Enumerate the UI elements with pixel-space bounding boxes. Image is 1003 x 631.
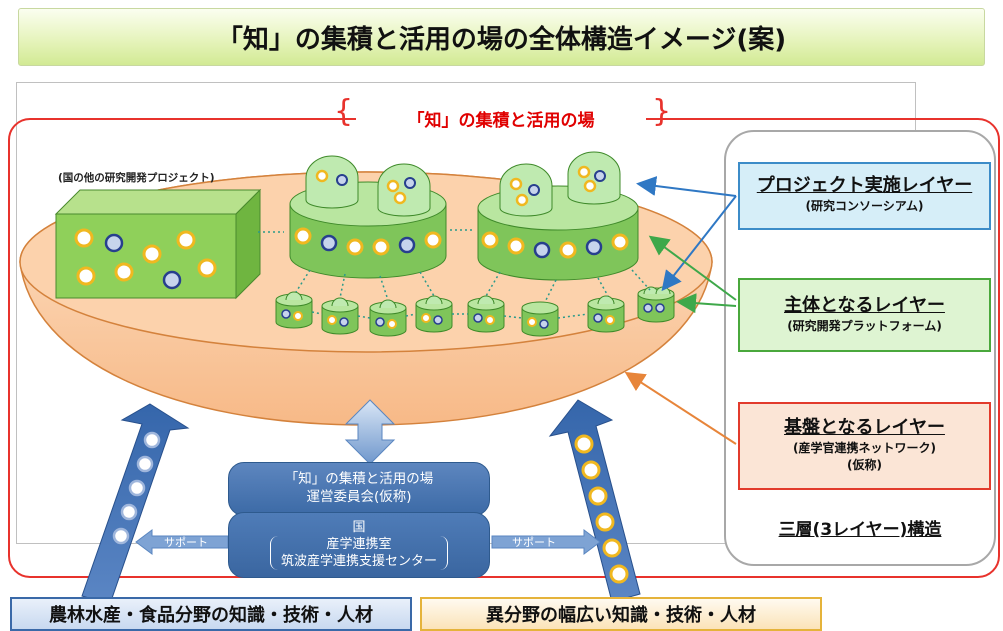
project-pointer-arrow — [636, 176, 737, 197]
org-line-2: 産学連携室 — [326, 537, 392, 552]
dotted-connectors — [258, 229, 651, 319]
right-input-arrow — [548, 399, 641, 603]
platform-cylinder-1 — [289, 155, 447, 279]
base-layer-subtitle: (産学官連携ネットワーク) — [793, 441, 936, 455]
project-layer-subtitle: (研究コンソーシアム) — [805, 199, 924, 213]
small-cylinders — [275, 286, 675, 337]
main-layer-subtitle: (研究開発プラットフォーム) — [787, 319, 942, 333]
main-pointer-arrow — [648, 235, 737, 301]
support-label-right: サポート — [512, 536, 556, 549]
right-brace: } — [652, 94, 672, 129]
project-pointer-arrow-2 — [661, 195, 737, 292]
base-layer-title: 基盤となるレイヤー — [784, 417, 945, 438]
base-pointer-arrow — [624, 371, 737, 445]
project-layer-box: プロジェクト実施レイヤー (研究コンソーシアム) — [738, 162, 991, 230]
venue-title: 「知」の集積と活用の場 — [356, 98, 646, 138]
org-line-1: 国 — [352, 520, 366, 535]
main-layer-box: 主体となるレイヤー (研究開発プラットフォーム) — [738, 278, 991, 352]
organization-box: 国 産学連携室 筑波産学連携支援センター — [228, 512, 490, 578]
other-projects-label: (国の他の研究開発プロジェクト) — [58, 172, 215, 184]
project-layer-title: プロジェクト実施レイヤー — [756, 175, 973, 196]
platform-cylinder-2 — [477, 151, 639, 281]
base-layer-note: (仮称) — [847, 458, 882, 472]
committee-box: 「知」の集積と活用の場 運営委員会(仮称) — [228, 462, 490, 516]
other-project-box — [54, 188, 262, 300]
org-bracket: 産学連携室 筑波産学連携支援センター — [269, 536, 448, 570]
support-label-left: サポート — [164, 536, 208, 549]
base-layer-box: 基盤となるレイヤー (産学官連携ネットワーク) (仮称) — [738, 402, 991, 490]
committee-line-2: 運営委員会(仮称) — [306, 489, 412, 505]
main-pointer-arrow-2 — [676, 293, 737, 314]
page-title: 「知」の集積と活用の場の全体構造イメージ(案) — [216, 24, 787, 55]
org-line-3: 筑波産学連携支援センター — [280, 554, 437, 569]
support-arrow-right — [491, 529, 601, 555]
left-brace: { — [334, 94, 354, 129]
main-layer-title: 主体となるレイヤー — [784, 295, 945, 316]
committee-line-1: 「知」の集積と活用の場 — [284, 471, 434, 487]
title-banner: 「知」の集積と活用の場の全体構造イメージ(案) — [18, 8, 985, 66]
three-layer-caption: 三層(3レイヤー)構造 — [778, 520, 942, 540]
left-input-arrow — [81, 403, 190, 605]
